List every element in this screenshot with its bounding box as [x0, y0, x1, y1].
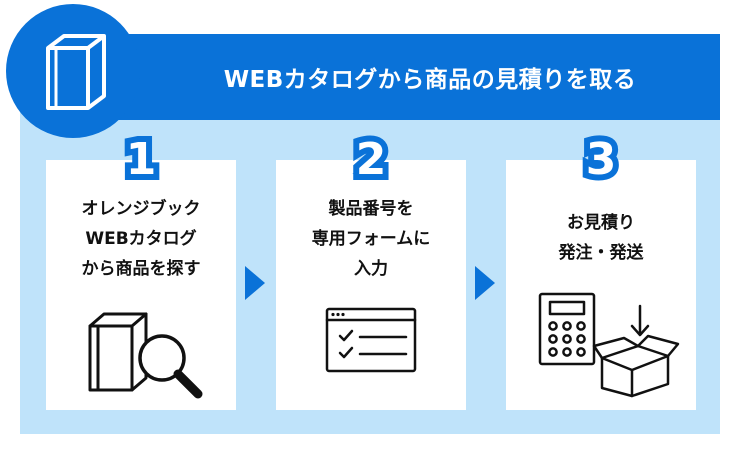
- arrow-right-icon: [245, 266, 265, 300]
- header-badge: [6, 4, 140, 138]
- arrow-right-icon: [475, 266, 495, 300]
- step-2-line-1: 製品番号を: [328, 199, 414, 219]
- step-card-1: オレンジブック WEBカタログ から商品を探す: [46, 160, 236, 410]
- calculator-box-icon: [538, 292, 680, 398]
- step-2-line-3: 入力: [354, 259, 388, 279]
- web-form-checklist-icon: [325, 307, 417, 373]
- step-card-3: お見積り 発注・発送: [506, 160, 696, 410]
- header-bar: [60, 34, 720, 120]
- step-number-1: 1: [120, 132, 162, 188]
- step-number-2: 2: [350, 132, 392, 188]
- step-3-line-1: お見積り: [567, 213, 635, 233]
- step-1-line-1: オレンジブック: [81, 199, 201, 219]
- book-search-icon: [88, 312, 203, 399]
- page-title: WEBカタログから商品の見積りを取る: [223, 67, 637, 93]
- step-1-line-2: WEBカタログ: [85, 229, 197, 249]
- step-card-2: 製品番号を 専用フォームに 入力: [276, 160, 466, 410]
- step-2-text: 製品番号を 専用フォームに 入力: [276, 194, 466, 284]
- step-3-text: お見積り 発注・発送: [506, 208, 696, 268]
- step-1-line-3: から商品を探す: [81, 259, 201, 279]
- step-2-line-2: 専用フォームに: [311, 229, 431, 249]
- step-1-text: オレンジブック WEBカタログ から商品を探す: [46, 194, 236, 284]
- book-icon: [46, 34, 106, 110]
- step-number-3: 3: [580, 132, 622, 188]
- step-3-line-2: 発注・発送: [558, 243, 644, 263]
